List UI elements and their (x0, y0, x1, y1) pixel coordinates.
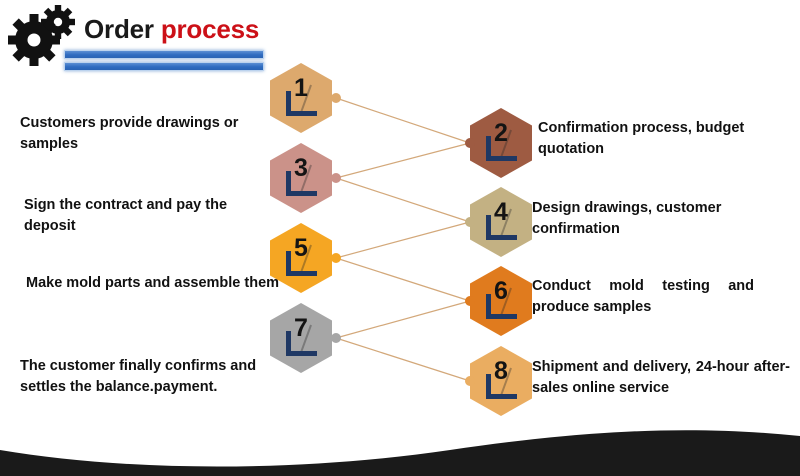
connector-3-4 (335, 177, 471, 223)
hexagon-bracket-1 (286, 91, 317, 116)
connector-7-8 (335, 337, 471, 382)
title-underline-bar-bottom (64, 62, 264, 71)
bottom-wave-decoration (0, 430, 800, 476)
step-label-3: Sign the contract and pay the deposit (24, 197, 228, 235)
connector-dot-7 (331, 333, 341, 343)
connector-5-4 (335, 221, 471, 259)
gears-icon (8, 5, 75, 66)
step-number-7: 7 (294, 314, 308, 342)
step-number-5: 5 (294, 234, 308, 262)
step-hexagon-8[interactable]: 8 (470, 346, 532, 416)
step-label-4: Design drawings, customer confirmation (532, 200, 722, 238)
step-number-6: 6 (494, 277, 508, 305)
page-title-primary: Order (84, 14, 161, 44)
connector-dot-5 (331, 253, 341, 263)
hexagon-bracket-4 (486, 215, 517, 240)
hexagon-bracket-7 (286, 331, 317, 356)
page-title-accent: process (160, 14, 260, 44)
step-hexagon-3[interactable]: 3 (270, 143, 332, 213)
connector-dot-8 (465, 376, 475, 386)
connector-5-6 (335, 257, 471, 302)
title-underline-bar-top (64, 50, 264, 59)
title-underline (64, 50, 264, 74)
step-hexagon-4[interactable]: 4 (470, 187, 532, 257)
step-hexagon-6[interactable]: 6 (470, 266, 532, 336)
step-label-8: Shipment and delivery, 24-hour after-sal… (532, 359, 790, 397)
step-number-4: 4 (494, 198, 508, 226)
hexagon-bracket-2 (486, 136, 517, 161)
step-label-7: The customer finally confirms and settle… (20, 358, 257, 396)
step-hexagon-2[interactable]: 2 (470, 108, 532, 178)
step-number-2: 2 (494, 119, 508, 147)
step-hexagon-1[interactable]: 1 (270, 63, 332, 133)
hexagon-bracket-5 (286, 251, 317, 276)
connector-7-6 (335, 300, 471, 339)
connector-3-2 (335, 142, 471, 179)
step-number-3: 3 (294, 154, 308, 182)
step-label-6: Conduct mold testing and produce samples (532, 278, 754, 316)
connector-dot-4 (465, 217, 475, 227)
connector-dot-1 (331, 93, 341, 103)
page-title: Order process (84, 14, 259, 45)
connector-dot-6 (465, 296, 475, 306)
hexagon-bracket-3 (286, 171, 317, 196)
hexagon-bracket-6 (486, 294, 517, 319)
connector-1-2 (335, 97, 471, 144)
step-label-5: Make mold parts and assemble them (26, 275, 280, 291)
step-label-1: Customers provide drawings or samples (20, 115, 239, 153)
hexagon-bracket-8 (486, 374, 517, 399)
step-number-8: 8 (494, 357, 508, 385)
step-label-2: Confirmation process, budget quotation (538, 120, 745, 158)
connector-dot-3 (331, 173, 341, 183)
step-number-1: 1 (294, 74, 308, 102)
connector-dot-2 (465, 138, 475, 148)
